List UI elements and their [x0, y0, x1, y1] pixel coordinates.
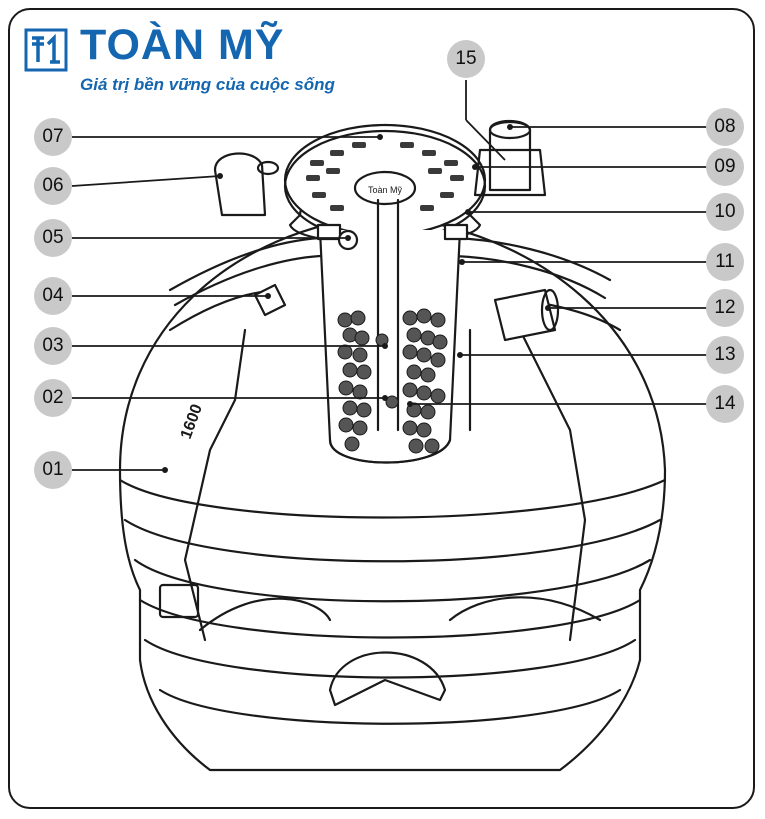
- callout-13: 13: [706, 336, 744, 374]
- callout-11: 11: [706, 243, 744, 281]
- brand-tagline: Giá trị bền vững của cuộc sống: [80, 75, 335, 94]
- callout-04: 04: [34, 277, 72, 315]
- callout-02: 02: [34, 379, 72, 417]
- callout-15: 15: [447, 40, 485, 78]
- callout-10: 10: [706, 193, 744, 231]
- callout-01: 01: [34, 451, 72, 489]
- callout-06: 06: [34, 167, 72, 205]
- outer-frame: [8, 8, 755, 809]
- callout-12: 12: [706, 289, 744, 327]
- tank-body: [118, 213, 667, 772]
- lid-grate: [306, 142, 464, 211]
- tank-marking: 1600: [178, 402, 206, 441]
- lid-marking: Toàn Mỹ: [368, 185, 403, 195]
- toan-my-logo-icon: [24, 28, 68, 72]
- callout-09: 09: [706, 148, 744, 186]
- callout-05: 05: [34, 219, 72, 257]
- callout-14: 14: [706, 385, 744, 423]
- callout-08: 08: [706, 108, 744, 146]
- callout-03: 03: [34, 327, 72, 365]
- brand-name: TOÀN MỸ: [80, 21, 285, 69]
- callout-07: 07: [34, 118, 72, 156]
- filter-media: [337, 308, 448, 454]
